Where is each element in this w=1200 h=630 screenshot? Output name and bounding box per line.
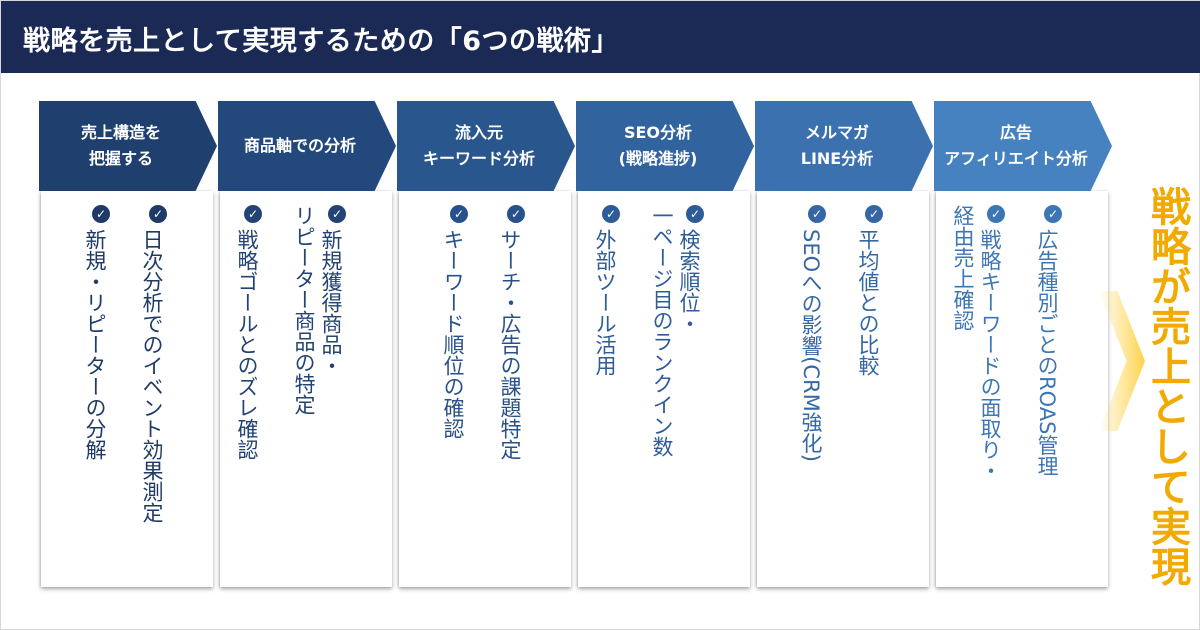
check-circle-icon: ✓ (149, 205, 167, 223)
check-circle-icon: ✓ (328, 205, 346, 223)
tactic-body: ✓ サーチ・広告の課題特定 ✓ キーワード順位の確認 (399, 191, 571, 587)
tactic-header: 流入元 キーワード分析 (397, 101, 575, 191)
tactic-body: ✓新規獲得商品・ リピーター商品の特定✓戦略ゴールとのズレ確認 (220, 191, 392, 587)
tactic-item: ✓ 新規・リピーターの分解 (81, 205, 110, 575)
tactic-items: ✓ サーチ・広告の課題特定 ✓ キーワード順位の確認 (399, 205, 571, 575)
tactic-column: ✓ 日次分析でのイベント効果測定 ✓ 新規・リピーターの分解 売上構造を 把握する (39, 101, 217, 587)
tactic-item-text: キーワード順位の確認 (441, 229, 465, 439)
tactic-item: ✓ サーチ・広告の課題特定 (496, 205, 525, 575)
tactic-item: ✓検索順位・ 一ページ目のランクイン数 (648, 205, 704, 575)
tactic-column: ✓広告種別ごとのROAS管理✓戦略キーワードの面取り・ 経由売上確認広告 アフィ… (934, 101, 1112, 587)
tactic-items: ✓検索順位・ 一ページ目のランクイン数✓外部ツール活用 (578, 205, 750, 575)
tactic-item: ✓ SEOへの影響(CRM強化) (797, 205, 826, 575)
tactic-item-text: サーチ・広告の課題特定 (498, 229, 522, 460)
check-circle-icon: ✓ (865, 205, 883, 223)
check-circle-icon: ✓ (92, 205, 110, 223)
tactic-item: ✓ 日次分析でのイベント効果測定 (138, 205, 167, 575)
tactic-items: ✓広告種別ごとのROAS管理✓戦略キーワードの面取り・ 経由売上確認 (936, 205, 1108, 575)
tactic-item: ✓ 広告種別ごとのROAS管理 (1033, 205, 1062, 575)
tactic-items: ✓ 日次分析でのイベント効果測定 ✓ 新規・リピーターの分解 (41, 205, 213, 575)
tactic-item-text: 戦略ゴールとのズレ確認 (235, 229, 259, 460)
tactic-item-text: 検索順位・ 一ページ目のランクイン数 (650, 205, 701, 457)
check-circle-icon: ✓ (808, 205, 826, 223)
tactic-item-text: 外部ツール活用 (593, 229, 617, 376)
tactic-header: SEO分析 (戦略進捗) (576, 101, 754, 191)
tactic-item-text: SEOへの影響(CRM強化) (799, 229, 823, 462)
tactic-item: ✓ キーワード順位の確認 (439, 205, 468, 575)
check-circle-icon: ✓ (987, 205, 1005, 223)
tactic-column: ✓ 平均値との比較 ✓ SEOへの影響(CRM強化) メルマガ LINE分析 (755, 101, 933, 587)
tactic-item-text: 戦略キーワードの面取り・ 経由売上確認 (951, 205, 1002, 481)
tactic-header: 商品軸での分析 (218, 101, 396, 191)
tactic-item: ✓ 外部ツール活用 (591, 205, 620, 575)
tactic-body: ✓ 平均値との比較 ✓ SEOへの影響(CRM強化) (757, 191, 929, 587)
tactic-item-text: 広告種別ごとのROAS管理 (1035, 229, 1059, 477)
check-circle-icon: ✓ (244, 205, 262, 223)
tactic-item: ✓戦略キーワードの面取り・ 経由売上確認 (949, 205, 1005, 575)
check-circle-icon: ✓ (450, 205, 468, 223)
tactic-item: ✓ 戦略ゴールとのズレ確認 (233, 205, 262, 575)
tactic-item-text: 新規・リピーターの分解 (83, 229, 107, 460)
check-circle-icon: ✓ (602, 205, 620, 223)
check-circle-icon: ✓ (686, 205, 704, 223)
tactic-item-text: 日次分析でのイベント効果測定 (140, 229, 164, 523)
check-circle-icon: ✓ (1044, 205, 1062, 223)
tactic-items: ✓新規獲得商品・ リピーター商品の特定✓戦略ゴールとのズレ確認 (220, 205, 392, 575)
tactic-column: ✓ サーチ・広告の課題特定 ✓ キーワード順位の確認 流入元 キーワード分析 (397, 101, 575, 587)
tactic-body: ✓検索順位・ 一ページ目のランクイン数✓外部ツール活用 (578, 191, 750, 587)
tactic-body: ✓広告種別ごとのROAS管理✓戦略キーワードの面取り・ 経由売上確認 (936, 191, 1108, 587)
check-circle-icon: ✓ (507, 205, 525, 223)
tactic-body: ✓ 日次分析でのイベント効果測定 ✓ 新規・リピーターの分解 (41, 191, 213, 587)
tactic-item-text: 平均値との比較 (856, 229, 880, 376)
tactic-items: ✓ 平均値との比較 ✓ SEOへの影響(CRM強化) (757, 205, 929, 575)
tactic-header: メルマガ LINE分析 (755, 101, 933, 191)
tactic-item: ✓ 平均値との比較 (854, 205, 883, 575)
tactic-column: ✓新規獲得商品・ リピーター商品の特定✓戦略ゴールとのズレ確認商品軸での分析 (218, 101, 396, 587)
tactic-item: ✓新規獲得商品・ リピーター商品の特定 (290, 205, 346, 575)
tactic-item-text: 新規獲得商品・ リピーター商品の特定 (292, 205, 343, 415)
result-text: 戦略が売上として実現 (1144, 186, 1190, 586)
page-title: 戦略を売上として実現するための「6つの戦術」 (1, 1, 1200, 73)
tactic-header: 広告 アフィリエイト分析 (934, 101, 1112, 191)
tactic-header: 売上構造を 把握する (39, 101, 217, 191)
